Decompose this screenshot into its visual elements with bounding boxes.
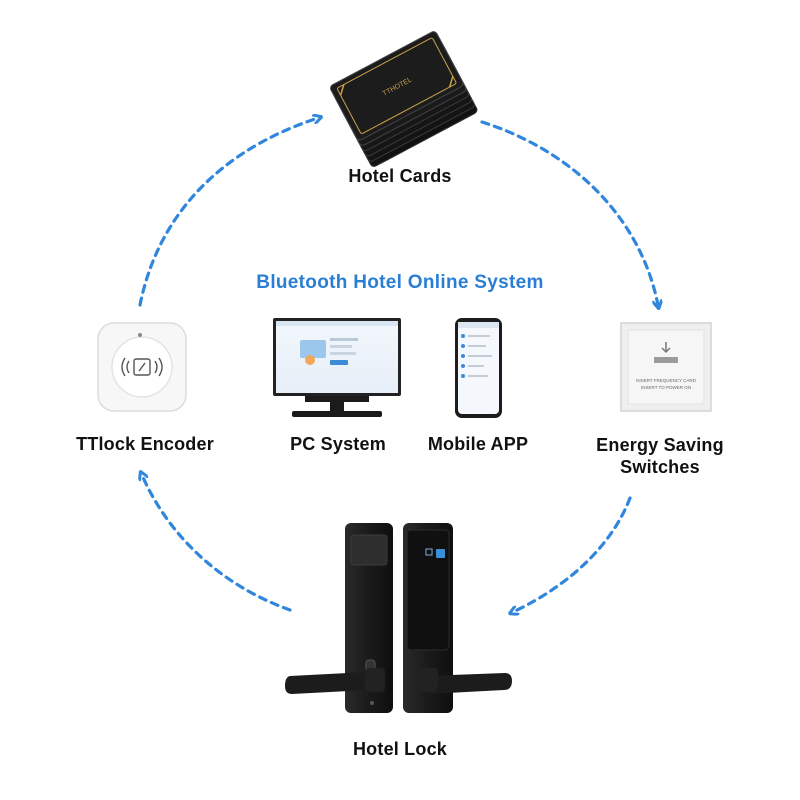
switch-instruction-line2: INSERT TO POWER ON	[641, 385, 691, 390]
arrow-cards-to-switches	[480, 120, 658, 305]
encoder-image	[97, 322, 187, 412]
arrow-encoder-to-cards	[138, 118, 318, 307]
label-energy-switch-line2: Switches	[620, 457, 700, 477]
label-hotel-cards: Hotel Cards	[348, 166, 452, 186]
hotel-lock-image	[285, 523, 512, 713]
label-pc-system: PC System	[290, 434, 386, 454]
label-energy-switch-line1: Energy Saving	[596, 435, 724, 455]
switch-instruction-line1: INSERT FREQUENCY CARD	[636, 378, 697, 383]
arrow-switches-to-lock	[513, 496, 632, 612]
label-encoder: TTlock Encoder	[76, 434, 214, 454]
mobile-phone-image	[455, 318, 502, 418]
energy-switch-image: INSERT FREQUENCY CARD INSERT TO POWER ON	[620, 322, 712, 412]
label-energy-switch: Energy Saving Switches	[570, 434, 750, 478]
label-mobile-app: Mobile APP	[427, 434, 529, 454]
nfc-icon	[121, 357, 163, 377]
pc-monitor-image	[273, 318, 401, 417]
hotel-cards-image: TTHOTEL	[330, 31, 478, 167]
arrow-lock-to-encoder	[142, 475, 292, 612]
cycle-arrows	[140, 118, 658, 612]
label-hotel-lock: Hotel Lock	[352, 739, 447, 759]
system-title: Bluetooth Hotel Online System	[256, 272, 544, 293]
